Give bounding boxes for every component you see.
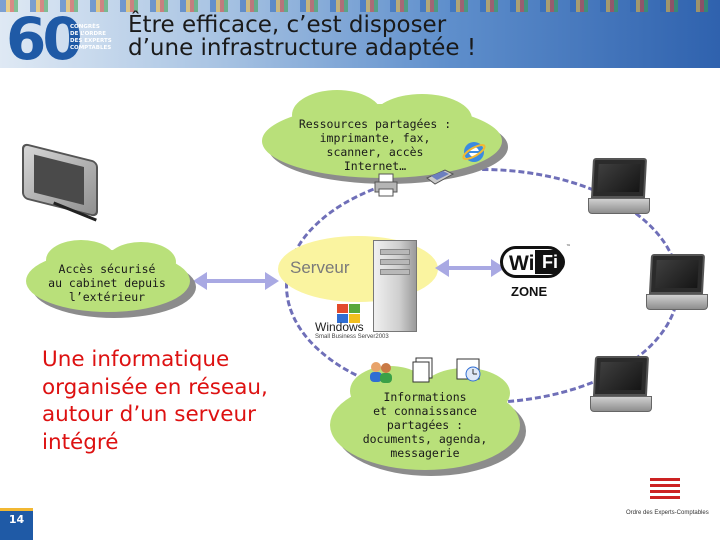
- wifi-trademark: ™: [566, 244, 571, 250]
- page-number: 14: [0, 508, 33, 540]
- laptop-icon: [590, 356, 652, 414]
- cloud-text-line: l’extérieur: [68, 290, 146, 304]
- title-line-2: d’une infrastructure adaptée !: [128, 35, 477, 61]
- secure-access-cloud-text: Accès sécurisé au cabinet depuis l’extér…: [30, 262, 184, 304]
- ordre-experts-text: Ordre des Experts-Comptables: [626, 510, 709, 516]
- cloud-text-line: au cabinet depuis: [48, 276, 166, 290]
- left-double-arrow: [193, 272, 279, 290]
- server-label: Serveur: [290, 258, 350, 277]
- right-double-arrow: [435, 259, 505, 277]
- calendar-clock-icon: [455, 357, 483, 383]
- windows-product-name: Small Business Server2003: [315, 334, 389, 340]
- slide-title: Être efficace, c’est disposer d’une infr…: [128, 14, 718, 60]
- logo-text-line: CONGRÈS: [70, 24, 100, 30]
- logo-text-line: COMPTABLES: [70, 45, 112, 51]
- lead-line: intégré: [42, 429, 119, 455]
- cloud-bump: [46, 240, 116, 280]
- printer-icon: [373, 172, 399, 198]
- resources-cloud: [262, 90, 502, 178]
- wifi-fi-text: Fi: [535, 250, 565, 274]
- secure-access-cloud: [26, 240, 190, 312]
- wifi-zone-text: ZONE: [511, 284, 548, 299]
- header-banner: 60 CONGRÈS DE L’ORDRE DES EXPERTS COMPTA…: [0, 0, 720, 68]
- documents-icon: [410, 356, 436, 384]
- logo-text-line: DES EXPERTS: [70, 38, 112, 44]
- congress-logo-number: 60: [6, 5, 83, 68]
- cloud-text-line: documents, agenda,: [362, 432, 488, 446]
- windows-sbs-logo: Windows Small Business Server2003: [315, 304, 410, 344]
- windows-flag-icon: [337, 304, 363, 324]
- drive-bay: [380, 249, 410, 255]
- server-tower-icon: [373, 240, 417, 332]
- cloud-bump: [372, 94, 472, 144]
- lead-line: organisée en réseau,: [42, 374, 268, 400]
- wifi-zone-logo: Wi Fi ™ ZONE: [498, 240, 578, 306]
- cloud-text-line: Accès sécurisé: [58, 262, 156, 276]
- congress-logo-text: CONGRÈS DE L’ORDRE DES EXPERTS COMPTABLE…: [70, 24, 126, 52]
- wifi-wi-text: Wi: [509, 252, 535, 275]
- lead-line: autour d’un serveur: [42, 402, 256, 427]
- tablet-pc-icon: [16, 142, 104, 224]
- cloud-text-line: messagerie: [390, 446, 460, 460]
- cloud-text-line: scanner, accès: [326, 145, 424, 159]
- cloud-text-line: imprimante, fax,: [319, 131, 431, 145]
- lead-line: Une informatique: [42, 347, 230, 372]
- information-cloud-text: Informations et connaissance partagées :…: [330, 390, 520, 460]
- drive-bay: [380, 259, 410, 265]
- internet-explorer-icon: [461, 139, 487, 165]
- windows-word: Windows: [315, 320, 364, 334]
- cloud-bump: [292, 90, 382, 140]
- wifi-badge: Wi Fi: [500, 246, 565, 278]
- laptop-icon: [588, 158, 650, 216]
- cloud-text-line: partagées :: [386, 418, 464, 432]
- cloud-text-line: Informations: [383, 390, 467, 404]
- ordre-experts-logo-icon: [650, 474, 680, 508]
- cloud-text-line: et connaissance: [373, 404, 477, 418]
- decorative-stripe: [0, 0, 720, 12]
- contacts-icon: [368, 360, 394, 384]
- resources-cloud-text: Ressources partagées : imprimante, fax, …: [280, 117, 470, 173]
- drive-bay: [380, 269, 410, 275]
- cloud-text-line: Ressources partagées :: [298, 117, 452, 131]
- lead-statement: Une informatique organisée en réseau, au…: [42, 346, 292, 456]
- laptop-icon: [646, 254, 708, 312]
- logo-text-line: DE L’ORDRE: [70, 31, 107, 37]
- title-line-1: Être efficace, c’est disposer: [128, 12, 447, 38]
- scanner-icon: [425, 164, 455, 186]
- cloud-bump: [106, 242, 176, 282]
- cloud-text-line: Internet…: [343, 159, 407, 173]
